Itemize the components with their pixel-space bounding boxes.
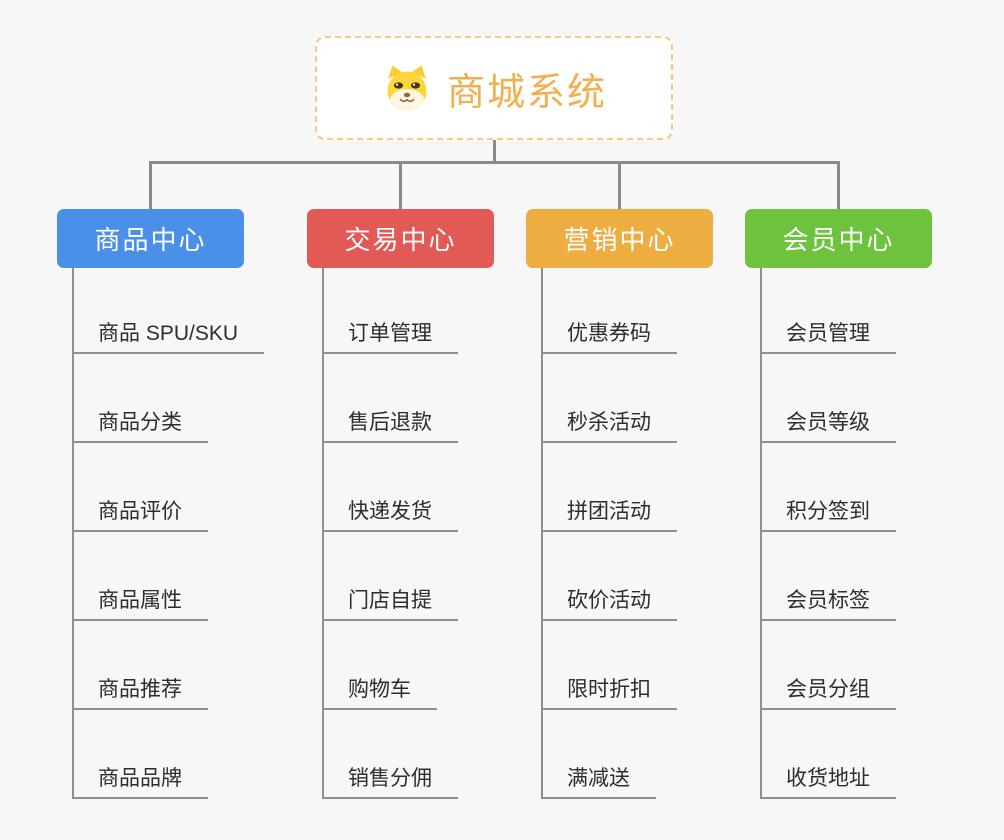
branch-header-members[interactable]: 会员中心 bbox=[745, 209, 932, 268]
node-product-category[interactable]: 商品分类 bbox=[72, 405, 208, 443]
node-product-recommend[interactable]: 商品推荐 bbox=[72, 672, 208, 710]
connector-horizontal-bar bbox=[149, 161, 840, 164]
node-product-review[interactable]: 商品评价 bbox=[72, 494, 208, 532]
branch-header-products[interactable]: 商品中心 bbox=[57, 209, 244, 268]
node-bargain-activity[interactable]: 砍价活动 bbox=[541, 583, 677, 621]
node-product-brand[interactable]: 商品品牌 bbox=[72, 761, 208, 799]
root-node-label: 商城系统 bbox=[446, 71, 607, 114]
node-order-management[interactable]: 订单管理 bbox=[322, 316, 458, 354]
connector-drop-marketing bbox=[618, 161, 621, 209]
connector-spine-marketing bbox=[541, 268, 543, 799]
node-flash-sale[interactable]: 秒杀活动 bbox=[541, 405, 677, 443]
connector-spine-members bbox=[760, 268, 762, 799]
node-shipping-address[interactable]: 收货地址 bbox=[760, 761, 896, 799]
node-group-buy[interactable]: 拼团活动 bbox=[541, 494, 677, 532]
node-store-pickup[interactable]: 门店自提 bbox=[322, 583, 458, 621]
node-product-attribute[interactable]: 商品属性 bbox=[72, 583, 208, 621]
node-points-checkin[interactable]: 积分签到 bbox=[760, 494, 896, 532]
node-aftersale-refund[interactable]: 售后退款 bbox=[322, 405, 458, 443]
connector-spine-trade bbox=[322, 268, 324, 799]
branch-header-trade[interactable]: 交易中心 bbox=[307, 209, 494, 268]
branch-header-marketing[interactable]: 营销中心 bbox=[526, 209, 713, 268]
connector-spine-products bbox=[72, 268, 74, 799]
node-express-shipping[interactable]: 快递发货 bbox=[322, 494, 458, 532]
connector-drop-trade bbox=[399, 161, 402, 209]
root-node[interactable]: 商城系统 bbox=[315, 36, 673, 140]
node-shopping-cart[interactable]: 购物车 bbox=[322, 672, 437, 710]
connector-drop-members bbox=[837, 161, 840, 209]
node-member-tag[interactable]: 会员标签 bbox=[760, 583, 896, 621]
connector-drop-products bbox=[149, 161, 152, 209]
node-product-spu-sku[interactable]: 商品 SPU/SKU bbox=[72, 316, 265, 354]
node-member-group[interactable]: 会员分组 bbox=[760, 672, 896, 710]
node-full-reduction[interactable]: 满减送 bbox=[541, 761, 656, 799]
node-sales-commission[interactable]: 销售分佣 bbox=[322, 761, 458, 799]
node-member-management[interactable]: 会员管理 bbox=[760, 316, 896, 354]
node-member-level[interactable]: 会员等级 bbox=[760, 405, 896, 443]
connector-root-stub bbox=[493, 140, 496, 163]
node-coupon-code[interactable]: 优惠券码 bbox=[541, 316, 677, 354]
node-limited-time-discount[interactable]: 限时折扣 bbox=[541, 672, 677, 710]
dog-face-icon bbox=[381, 64, 433, 112]
